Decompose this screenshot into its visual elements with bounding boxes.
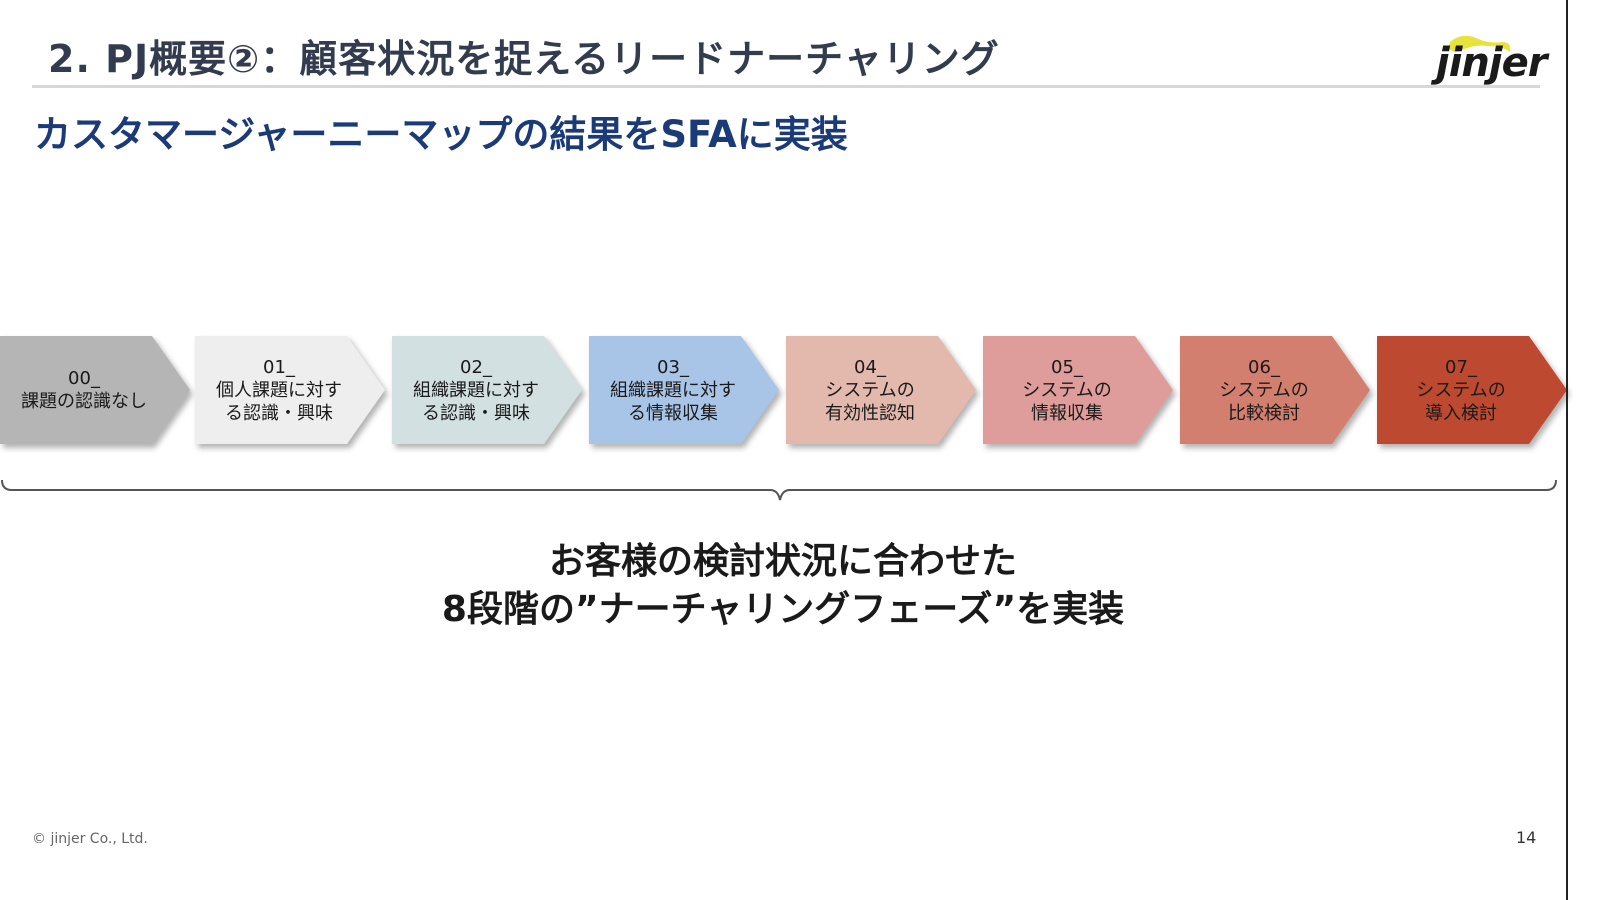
phase-label: システムの: [1219, 379, 1309, 401]
phase-number: 00_: [68, 368, 100, 389]
brace: [1, 479, 1557, 501]
phase-label: る情報収集: [628, 402, 718, 424]
chevron-shape: [392, 336, 582, 444]
phase-chevron-07: 07_システムの導入検討: [1377, 336, 1567, 444]
phase-label: 組織課題に対す: [413, 379, 539, 401]
phase-label: 個人課題に対す: [216, 379, 342, 401]
phase-label: システムの: [1022, 379, 1112, 401]
message-line-1: お客様の検討状況に合わせた: [548, 541, 1017, 582]
phase-number: 06_: [1248, 356, 1280, 378]
phase-chevron-01: 01_個人課題に対する認識・興味: [195, 336, 385, 444]
phase-chevron-03: 03_組織課題に対する情報収集: [589, 336, 779, 444]
subtitle: カスタマージャーニーマップの結果をSFAに実装: [34, 113, 848, 156]
slide-edge: [1566, 0, 1568, 900]
copyright: © jinjer Co., Ltd.: [32, 831, 148, 847]
message-line-2: 8段階の”ナーチャリングフェーズ”を実装: [441, 589, 1125, 630]
phase-chevron-02: 02_組織課題に対する認識・興味: [392, 336, 582, 444]
phase-text: 07_システムの導入検討: [1377, 336, 1545, 444]
phase-text: 02_組織課題に対する認識・興味: [392, 336, 560, 444]
phase-label: システムの: [825, 379, 915, 401]
chevron-shape: [589, 336, 779, 444]
chevron-shape: [983, 336, 1173, 444]
chevron-shape: [0, 336, 190, 444]
phase-label: システムの: [1416, 379, 1506, 401]
phase-chevron-06: 06_システムの比較検討: [1180, 336, 1370, 444]
title-divider: [32, 85, 1540, 88]
phase-label: る認識・興味: [422, 402, 530, 424]
logo-mark-icon: [1449, 35, 1511, 52]
phase-number: 05_: [1051, 356, 1083, 378]
phase-label: 有効性認知: [825, 402, 915, 424]
chevron-shape: [786, 336, 976, 444]
logo-text: jinjer: [1436, 40, 1547, 86]
phase-label: 導入検討: [1425, 402, 1497, 424]
chevron-shape: [195, 336, 385, 444]
phase-chevron-00: 00_課題の認識なし: [0, 336, 190, 444]
phase-text: 06_システムの比較検討: [1180, 336, 1348, 444]
phase-number: 01_: [263, 356, 295, 378]
phase-number: 03_: [657, 356, 689, 378]
phase-number: 04_: [854, 356, 886, 378]
phase-chevron-05: 05_システムの情報収集: [983, 336, 1173, 444]
phase-text: 01_個人課題に対する認識・興味: [195, 336, 363, 444]
phase-text: 03_組織課題に対する情報収集: [589, 336, 757, 444]
phase-number: 02_: [460, 356, 492, 378]
jinjer-logo: jinjer: [1432, 30, 1547, 86]
phase-text: 05_システムの情報収集: [983, 336, 1151, 444]
phase-label: 組織課題に対す: [610, 379, 736, 401]
phase-number: 07_: [1445, 356, 1477, 378]
page-number: 14: [1516, 828, 1537, 847]
phase-chevron-04: 04_システムの有効性認知: [786, 336, 976, 444]
chevron-shape: [1377, 336, 1567, 444]
phase-label: 情報収集: [1031, 402, 1103, 424]
phase-label: る認識・興味: [225, 402, 333, 424]
phase-text: 04_システムの有効性認知: [786, 336, 954, 444]
chevron-shape: [1180, 336, 1370, 444]
phase-label: 課題の認識なし: [21, 391, 147, 412]
slide: 2. PJ概要②：顧客状況を捉えるリードナーチャリング jinjer カスタマー…: [0, 30, 1567, 847]
phase-text: 00_課題の認識なし: [0, 336, 168, 444]
page-title: 2. PJ概要②：顧客状況を捉えるリードナーチャリング: [48, 37, 1000, 81]
phase-label: 比較検討: [1228, 402, 1300, 424]
